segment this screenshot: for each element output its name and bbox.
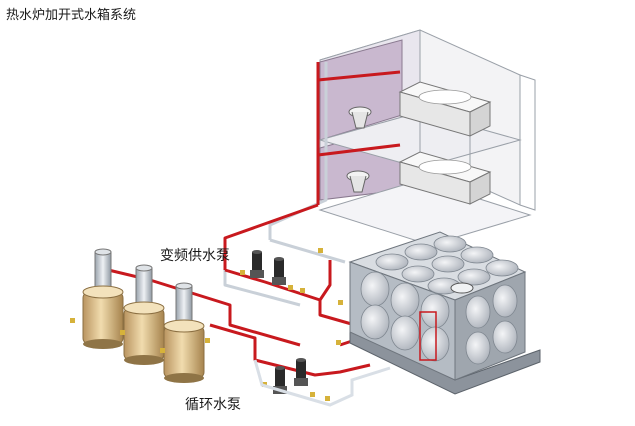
water-heater-icon xyxy=(163,282,205,383)
water-heater-icon xyxy=(82,248,124,349)
variable-pump-label: 变频供水泵 xyxy=(160,248,230,264)
circulation-pumps xyxy=(253,358,391,407)
manhole-cover xyxy=(450,282,474,294)
circulation-pump-label: 循环水泵 xyxy=(185,397,241,413)
bathtub-lower xyxy=(398,151,492,205)
toilet-lower xyxy=(346,170,370,193)
toilet-upper xyxy=(348,106,372,129)
bathtub-upper xyxy=(398,81,492,137)
pump-icon xyxy=(294,358,308,386)
tank-valves xyxy=(318,248,343,345)
water-tank xyxy=(348,231,541,395)
building xyxy=(318,29,536,246)
pump-icon xyxy=(272,257,286,285)
water-heater-icon xyxy=(123,264,165,365)
floor-slab-lower xyxy=(318,179,532,246)
pump-icon xyxy=(250,250,264,278)
page-title: 热水炉加开式水箱系统 xyxy=(6,8,137,23)
variable-supply-pumps xyxy=(240,250,305,293)
water-heaters xyxy=(70,248,210,383)
cold-water-pipes xyxy=(223,62,346,307)
